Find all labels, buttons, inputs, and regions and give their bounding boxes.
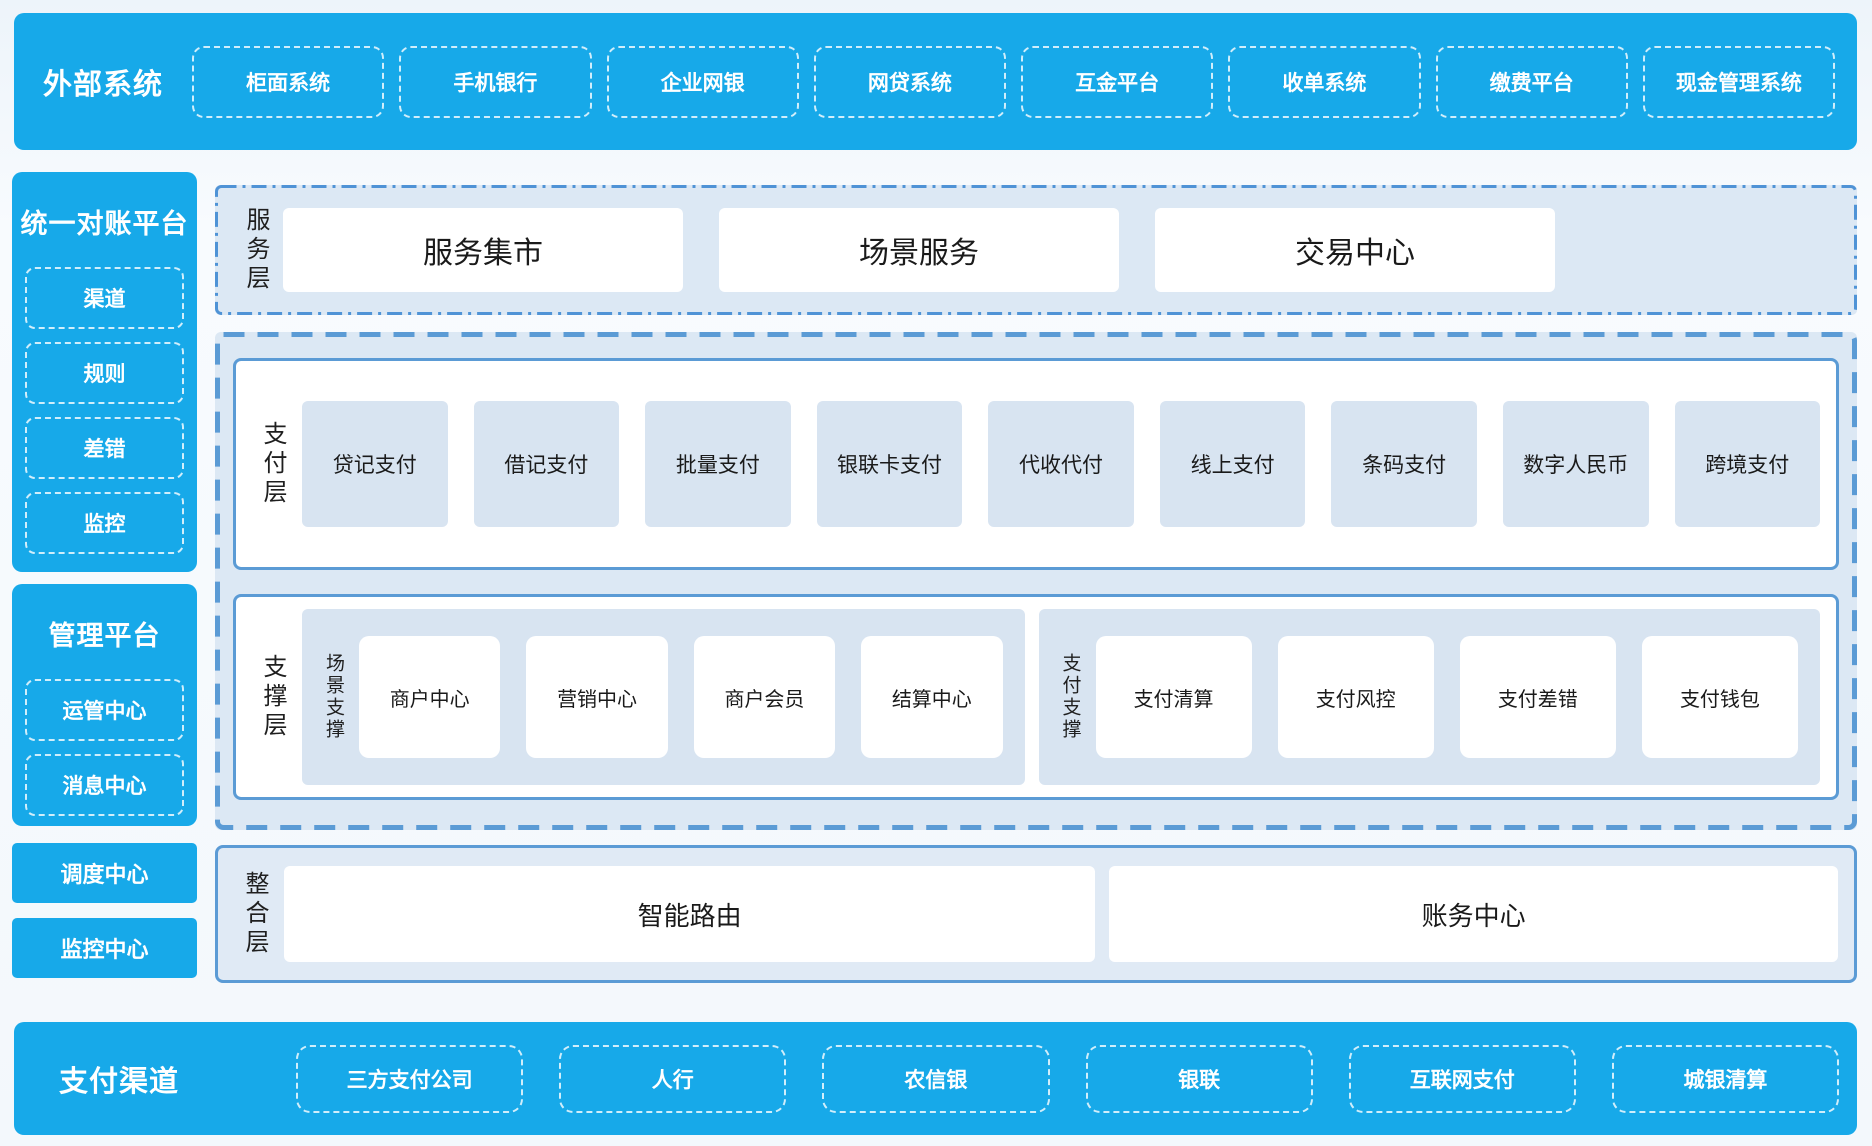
payment-support-panel: 支付支撑 支付清算 支付风控 支付差错 支付钱包 [1038, 609, 1820, 785]
monitoring-center-box: 监控中心 [12, 918, 197, 978]
external-system-item: 缴费平台 [1435, 45, 1628, 118]
service-layer-container: 服务层 服务集市 场景服务 交易中心 [215, 185, 1857, 315]
payment-item: 代收代付 [988, 401, 1134, 527]
payment-layer-box: 支付层 贷记支付 借记支付 批量支付 银联卡支付 代收代付 线上支付 条码支付 … [233, 358, 1839, 570]
service-layer-label: 服务层 [242, 206, 269, 294]
service-item: 场景服务 [719, 208, 1119, 292]
scheduling-center-box: 调度中心 [12, 843, 197, 903]
external-system-item: 企业网银 [606, 45, 799, 118]
reconciliation-item: 差错 [25, 417, 184, 479]
reconciliation-platform-block: 统一对账平台 渠道 规则 差错 监控 [12, 172, 197, 572]
external-system-item: 收单系统 [1228, 45, 1421, 118]
scene-support-panel: 场景支撑 商户中心 营销中心 商户会员 结算中心 [302, 609, 1025, 785]
external-systems-label: 外部系统 [42, 68, 163, 101]
payment-item: 数字人民币 [1502, 401, 1649, 527]
payment-support-item: 支付钱包 [1641, 636, 1798, 758]
service-item: 服务集市 [283, 208, 683, 292]
payment-channel-item: 农信银 [822, 1044, 1050, 1113]
management-platform-block: 管理平台 运管中心 消息中心 [12, 584, 197, 826]
payment-item: 贷记支付 [302, 401, 448, 527]
scene-support-item: 商户会员 [693, 636, 836, 758]
payment-channel-item: 互联网支付 [1348, 1044, 1576, 1113]
management-item: 消息中心 [25, 754, 184, 816]
payment-channels-items: 三方支付公司 人行 农信银 银联 互联网支付 城银清算 [296, 1044, 1840, 1113]
reconciliation-item: 渠道 [25, 267, 184, 329]
payment-item: 条码支付 [1331, 401, 1477, 527]
scene-support-label: 场景支撑 [323, 653, 344, 741]
reconciliation-platform-title: 统一对账平台 [20, 209, 189, 239]
external-system-item: 柜面系统 [192, 45, 385, 118]
reconciliation-item: 监控 [25, 492, 184, 554]
support-layer-panels: 场景支撑 商户中心 营销中心 商户会员 结算中心 支付支撑 支付清算 支付风控 … [302, 609, 1820, 785]
payment-item: 批量支付 [645, 401, 791, 527]
payment-item: 线上支付 [1159, 401, 1306, 527]
external-system-item: 互金平台 [1021, 45, 1214, 118]
service-layer-content: 服务层 服务集市 场景服务 交易中心 [235, 185, 1837, 315]
support-layer-label: 支撑层 [259, 653, 286, 741]
management-platform-items: 运管中心 消息中心 [25, 679, 184, 816]
payment-item: 借记支付 [473, 401, 620, 527]
reconciliation-platform-items: 渠道 规则 差错 监控 [25, 267, 184, 554]
integration-layer-label: 整合层 [241, 870, 268, 958]
external-system-item: 手机银行 [399, 45, 592, 118]
payment-channels-bar: 支付渠道 三方支付公司 人行 农信银 银联 互联网支付 城银清算 [14, 1022, 1857, 1135]
scene-support-item: 营销中心 [526, 636, 668, 758]
payment-support-items: 支付清算 支付风控 支付差错 支付钱包 [1095, 636, 1798, 758]
reconciliation-item: 规则 [25, 342, 184, 404]
payment-support-item: 支付清算 [1095, 636, 1252, 758]
integration-item: 账务中心 [1109, 866, 1838, 962]
payment-channels-label: 支付渠道 [58, 1065, 179, 1098]
integration-item: 智能路由 [284, 866, 1096, 962]
management-item: 运管中心 [25, 679, 184, 741]
payment-support-label: 支付支撑 [1059, 653, 1081, 741]
payment-item: 跨境支付 [1674, 401, 1821, 527]
payment-support-item: 支付风控 [1277, 636, 1434, 758]
external-system-item: 现金管理系统 [1642, 45, 1835, 118]
integration-layer-items: 智能路由 账务中心 [284, 866, 1838, 962]
scene-support-item: 商户中心 [359, 636, 501, 758]
external-systems-items: 柜面系统 手机银行 企业网银 网贷系统 互金平台 收单系统 缴费平台 现金管理系… [192, 45, 1835, 118]
service-item: 交易中心 [1155, 208, 1555, 292]
payment-layer-items: 贷记支付 借记支付 批量支付 银联卡支付 代收代付 线上支付 条码支付 数字人民… [302, 401, 1821, 527]
integration-layer-box: 整合层 智能路由 账务中心 [215, 845, 1857, 983]
management-platform-title: 管理平台 [48, 621, 161, 651]
scene-support-item: 结算中心 [861, 636, 1003, 758]
payment-channel-item: 人行 [559, 1044, 787, 1113]
payment-support-item: 支付差错 [1459, 636, 1616, 758]
external-system-item: 网贷系统 [813, 45, 1006, 118]
external-systems-bar: 外部系统 柜面系统 手机银行 企业网银 网贷系统 互金平台 收单系统 缴费平台 … [14, 13, 1857, 150]
support-layer-box: 支撑层 场景支撑 商户中心 营销中心 商户会员 结算中心 支付支撑 支付清算 支… [233, 594, 1839, 800]
payment-support-container: 支付层 贷记支付 借记支付 批量支付 银联卡支付 代收代付 线上支付 条码支付 … [215, 332, 1857, 830]
payment-channel-item: 三方支付公司 [296, 1044, 524, 1113]
payment-item: 银联卡支付 [816, 401, 963, 527]
payment-channel-item: 银联 [1085, 1044, 1313, 1113]
payment-channel-item: 城银清算 [1611, 1044, 1840, 1113]
payment-layer-label: 支付层 [259, 420, 286, 508]
scene-support-items: 商户中心 营销中心 商户会员 结算中心 [359, 636, 1003, 758]
